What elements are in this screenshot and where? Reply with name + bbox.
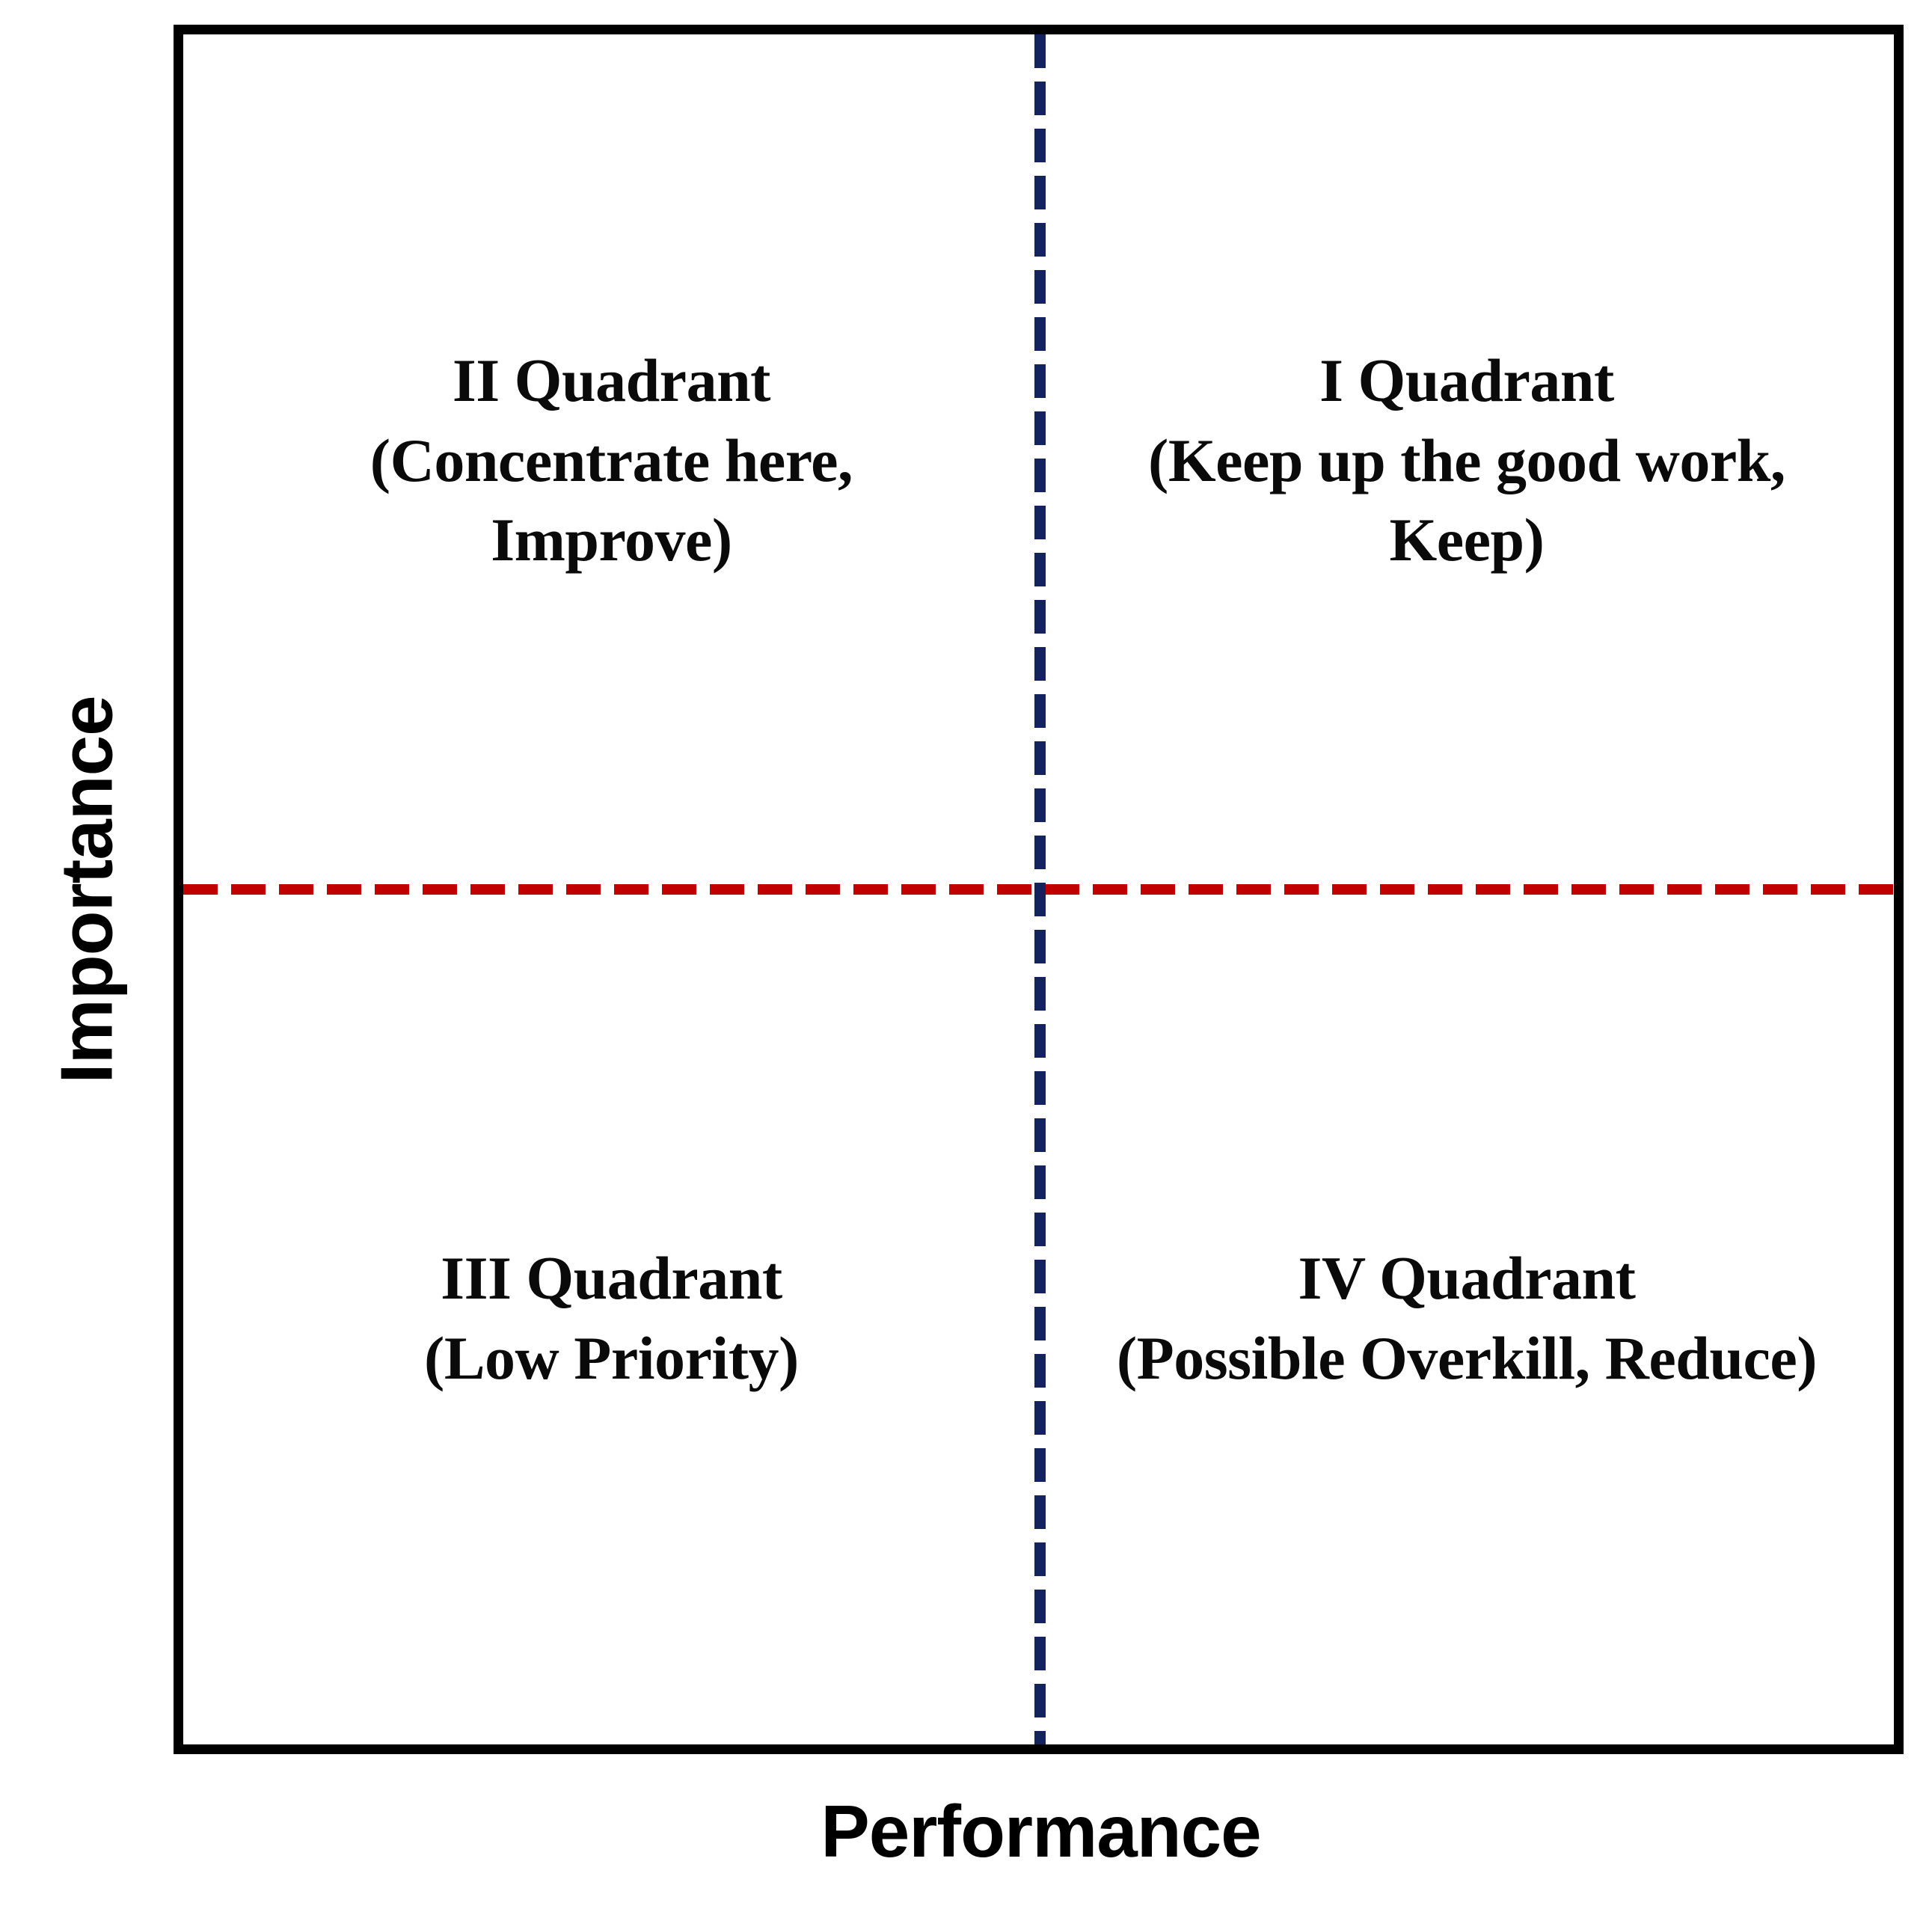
- quadrant-4-text: IV Quadrant (Possible Overkill, Reduce): [1049, 1239, 1885, 1398]
- quadrant-4-line-2: (Possible Overkill, Reduce): [1116, 1323, 1818, 1392]
- quadrant-1-line-3: Keep): [1389, 506, 1545, 574]
- quadrant-3-line-2: (Low Priority): [424, 1323, 799, 1392]
- quadrant-4-line-1: IV Quadrant: [1298, 1244, 1636, 1312]
- quadrant-1-line-2: (Keep up the good work,: [1148, 426, 1785, 494]
- quadrant-2-text: II Quadrant (Concentrate here, Improve): [213, 341, 1010, 580]
- quadrant-1-text: I Quadrant (Keep up the good work, Keep): [1059, 341, 1874, 580]
- plot-area: II Quadrant (Concentrate here, Improve) …: [183, 34, 1894, 1744]
- quadrant-2-line-2: (Concentrate here,: [369, 426, 853, 494]
- quadrant-4-label: IV Quadrant (Possible Overkill, Reduce): [1040, 1239, 1894, 1398]
- x-axis-title: Performance: [174, 1789, 1904, 1874]
- quadrant-2-label: II Quadrant (Concentrate here, Improve): [183, 341, 1040, 580]
- plot-area-border: II Quadrant (Concentrate here, Improve) …: [174, 25, 1904, 1754]
- quadrant-3-text: III Quadrant (Low Priority): [213, 1239, 1010, 1398]
- quadrant-2-line-1: II Quadrant: [452, 346, 771, 414]
- performance-mean-dashed-line: [1034, 34, 1046, 1744]
- y-axis-title: Importance: [0, 0, 174, 1779]
- y-axis-title-text: Importance: [45, 695, 128, 1084]
- quadrant-1-line-1: I Quadrant: [1319, 346, 1614, 414]
- x-axis-title-text: Performance: [821, 1790, 1261, 1872]
- quadrant-3-line-1: III Quadrant: [441, 1244, 782, 1312]
- quadrant-2-line-3: Improve): [491, 506, 732, 574]
- quadrant-1-label: I Quadrant (Keep up the good work, Keep): [1040, 341, 1894, 580]
- quadrant-3-label: III Quadrant (Low Priority): [183, 1239, 1040, 1398]
